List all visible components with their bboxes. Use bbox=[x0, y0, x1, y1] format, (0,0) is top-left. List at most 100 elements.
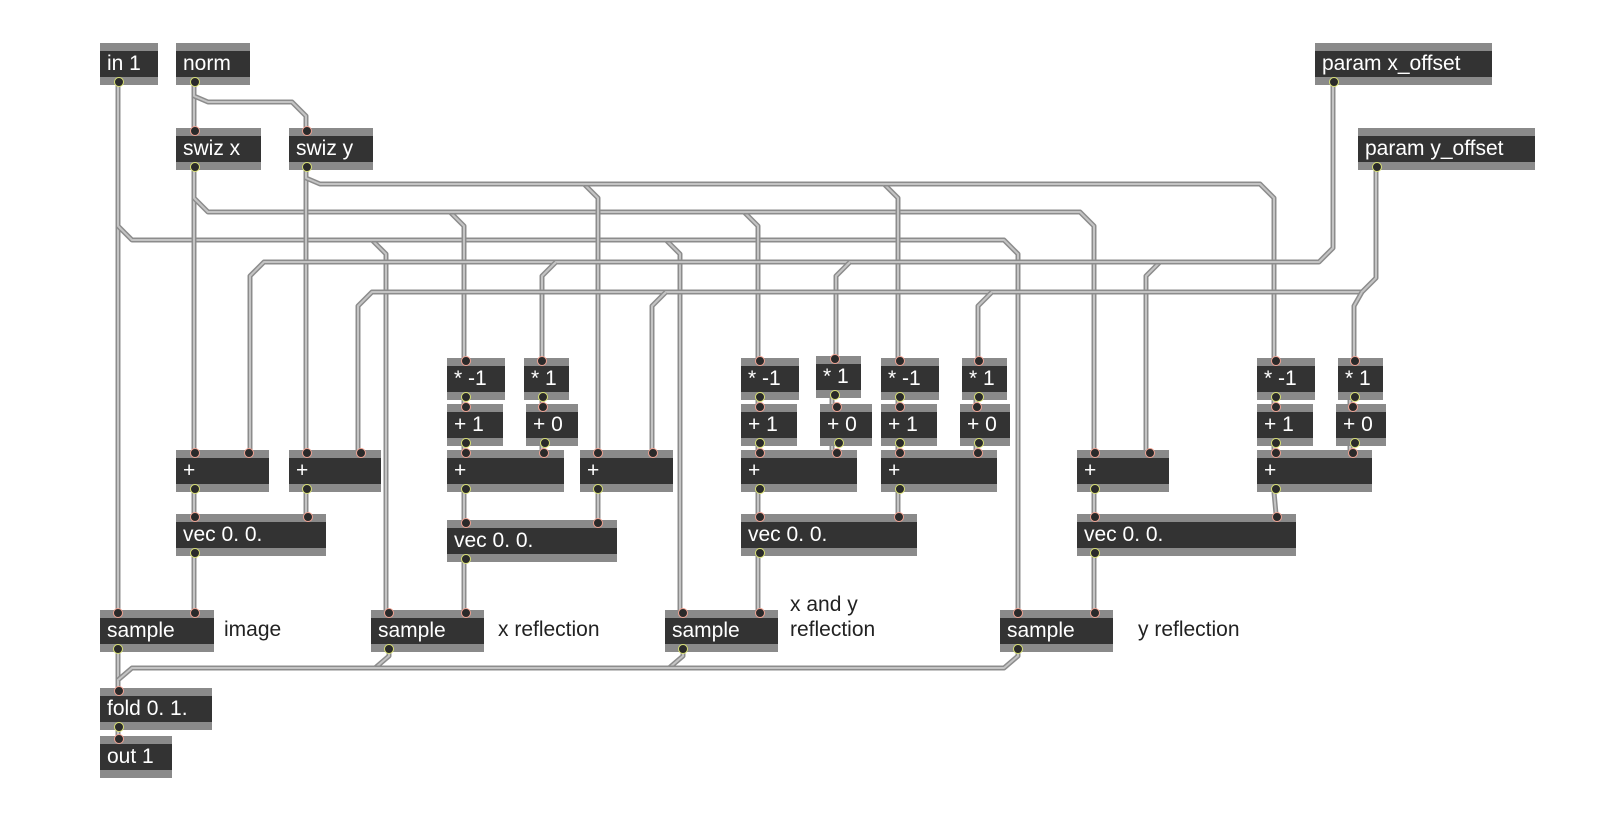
patch-cord[interactable] bbox=[975, 290, 994, 358]
patch-cord[interactable] bbox=[375, 652, 686, 671]
outlet-icon[interactable] bbox=[1271, 438, 1281, 448]
patch-cord[interactable] bbox=[191, 170, 467, 358]
sample-object[interactable]: sample bbox=[1000, 608, 1113, 654]
outlet-icon[interactable] bbox=[114, 77, 124, 87]
outlet-icon[interactable] bbox=[540, 438, 550, 448]
norm-object[interactable]: norm bbox=[176, 43, 250, 87]
add-constant-object[interactable]: + 0 bbox=[526, 402, 578, 448]
add-object[interactable]: + bbox=[447, 448, 564, 494]
outlet-icon[interactable] bbox=[755, 392, 765, 402]
add-object[interactable]: + bbox=[580, 448, 673, 494]
patch-cord[interactable] bbox=[884, 181, 1277, 358]
inlet-icon[interactable] bbox=[755, 512, 765, 522]
inlet-icon[interactable] bbox=[538, 402, 548, 412]
outlet-icon[interactable] bbox=[461, 554, 471, 564]
inlet-icon[interactable] bbox=[190, 126, 200, 136]
outlet-icon[interactable] bbox=[302, 484, 312, 494]
inlet-icon[interactable] bbox=[384, 608, 394, 618]
add-constant-object[interactable]: + 0 bbox=[960, 402, 1010, 448]
inlet-icon[interactable] bbox=[1350, 356, 1360, 366]
outlet-icon[interactable] bbox=[1013, 644, 1023, 654]
outlet-icon[interactable] bbox=[114, 722, 124, 732]
patch-cord[interactable] bbox=[191, 85, 309, 128]
inlet-icon[interactable] bbox=[755, 402, 765, 412]
vec-object[interactable]: vec 0. 0. bbox=[741, 512, 917, 558]
param-y-offset-object[interactable]: param y_offset bbox=[1358, 128, 1535, 172]
inlet-icon[interactable] bbox=[461, 402, 471, 412]
sample-object[interactable]: sample bbox=[100, 608, 214, 654]
inlet-icon[interactable] bbox=[114, 734, 124, 744]
inlet-icon[interactable] bbox=[461, 518, 471, 528]
inlet-icon[interactable] bbox=[190, 448, 200, 458]
inlet-icon[interactable] bbox=[244, 448, 254, 458]
patch-cord[interactable] bbox=[1271, 491, 1279, 515]
multiply-object[interactable]: * 1 bbox=[962, 356, 1007, 402]
outlet-icon[interactable] bbox=[1350, 438, 1360, 448]
inlet-icon[interactable] bbox=[755, 448, 765, 458]
inlet-icon[interactable] bbox=[1013, 608, 1023, 618]
inlet-icon[interactable] bbox=[114, 686, 124, 696]
outlet-icon[interactable] bbox=[1090, 484, 1100, 494]
outlet-icon[interactable] bbox=[190, 548, 200, 558]
outlet-icon[interactable] bbox=[538, 392, 548, 402]
outlet-icon[interactable] bbox=[1271, 484, 1281, 494]
inlet-icon[interactable] bbox=[593, 448, 603, 458]
patch-cord[interactable] bbox=[539, 260, 558, 358]
patch-cord[interactable] bbox=[584, 181, 901, 358]
add-object[interactable]: + bbox=[289, 448, 381, 494]
outlet-icon[interactable] bbox=[834, 438, 844, 448]
inlet-icon[interactable] bbox=[113, 608, 123, 618]
outlet-icon[interactable] bbox=[461, 392, 471, 402]
inlet-icon[interactable] bbox=[190, 512, 200, 522]
patch-cord[interactable] bbox=[450, 209, 761, 358]
add-constant-object[interactable]: + 1 bbox=[741, 402, 797, 448]
sample-object[interactable]: sample bbox=[665, 608, 778, 654]
inlet-icon[interactable] bbox=[1271, 402, 1281, 412]
patch-cord[interactable] bbox=[116, 652, 392, 682]
inlet-icon[interactable] bbox=[974, 356, 984, 366]
inlet-icon[interactable] bbox=[1145, 448, 1155, 458]
inlet-icon[interactable] bbox=[593, 518, 603, 528]
multiply-object[interactable]: * 1 bbox=[524, 356, 569, 402]
inlet-icon[interactable] bbox=[461, 448, 471, 458]
patch-cord[interactable] bbox=[669, 652, 1021, 671]
inlet-icon[interactable] bbox=[755, 356, 765, 366]
patch-cord[interactable] bbox=[649, 290, 668, 450]
add-object[interactable]: + bbox=[1077, 448, 1169, 494]
patch-cord[interactable] bbox=[833, 260, 852, 356]
multiply-object[interactable]: * -1 bbox=[1257, 356, 1315, 402]
inlet-icon[interactable] bbox=[755, 608, 765, 618]
add-constant-object[interactable]: + 1 bbox=[881, 402, 937, 448]
inlet-icon[interactable] bbox=[303, 512, 313, 522]
outlet-icon[interactable] bbox=[974, 392, 984, 402]
outlet-icon[interactable] bbox=[678, 644, 688, 654]
add-constant-object[interactable]: + 0 bbox=[820, 402, 872, 448]
inlet-icon[interactable] bbox=[895, 448, 905, 458]
patch-cord[interactable] bbox=[1351, 290, 1365, 358]
inlet-icon[interactable] bbox=[537, 356, 547, 366]
inlet-icon[interactable] bbox=[356, 448, 366, 458]
multiply-object[interactable]: * -1 bbox=[881, 356, 939, 402]
out-1-object[interactable]: out 1 bbox=[100, 734, 172, 778]
add-object[interactable]: + bbox=[741, 448, 857, 494]
inlet-icon[interactable] bbox=[972, 402, 982, 412]
outlet-icon[interactable] bbox=[190, 77, 200, 87]
inlet-icon[interactable] bbox=[894, 512, 904, 522]
outlet-icon[interactable] bbox=[1090, 548, 1100, 558]
inlet-icon[interactable] bbox=[832, 402, 842, 412]
patch-cord[interactable] bbox=[247, 259, 1160, 450]
inlet-icon[interactable] bbox=[1090, 448, 1100, 458]
add-constant-object[interactable]: + 0 bbox=[1336, 402, 1386, 448]
inlet-icon[interactable] bbox=[302, 126, 312, 136]
swiz-y-object[interactable]: swiz y bbox=[289, 126, 373, 172]
in-1-object[interactable]: in 1 bbox=[100, 43, 158, 87]
vec-object[interactable]: vec 0. 0. bbox=[176, 512, 326, 558]
multiply-object[interactable]: * 1 bbox=[816, 354, 861, 400]
inlet-icon[interactable] bbox=[1348, 448, 1358, 458]
outlet-icon[interactable] bbox=[755, 548, 765, 558]
inlet-icon[interactable] bbox=[461, 608, 471, 618]
outlet-icon[interactable] bbox=[1372, 162, 1382, 172]
outlet-icon[interactable] bbox=[461, 438, 471, 448]
add-object[interactable]: + bbox=[1257, 448, 1372, 494]
swiz-x-object[interactable]: swiz x bbox=[176, 126, 261, 172]
